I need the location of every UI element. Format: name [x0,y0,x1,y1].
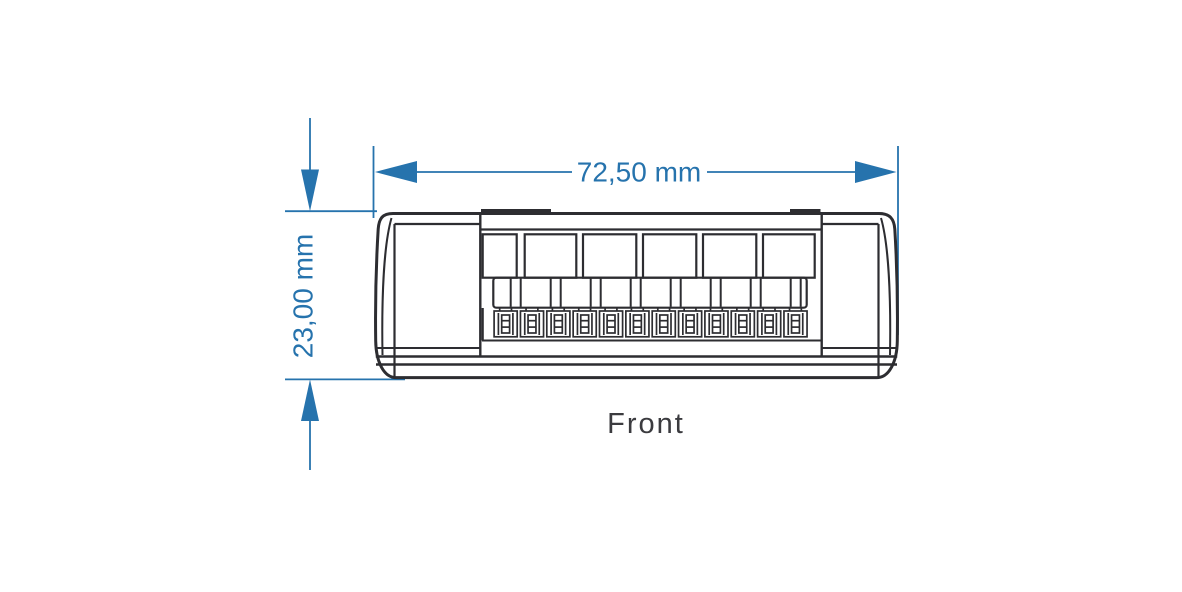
dimension-arrow-right-icon [855,161,897,183]
front-view-label: Front [607,408,685,440]
dimension-arrow-up-icon [301,379,319,421]
side-curve-right [880,217,892,356]
width-dimension [372,146,899,335]
height-dimension-label: 23,00 mm [288,234,319,359]
side-curve-left [381,217,393,356]
terminal-housing-row [481,233,816,279]
device-body-outline [374,212,899,380]
terminal-strip-dividers [509,277,802,308]
device-front-view [374,209,899,380]
width-dimension-label: 72,50 mm [577,157,702,188]
dimension-arrow-left-icon [375,161,417,183]
dimension-arrow-down-icon [301,169,319,212]
terminal-strip [492,276,808,309]
screw-terminal-row [493,306,809,338]
height-dimension [285,118,405,470]
